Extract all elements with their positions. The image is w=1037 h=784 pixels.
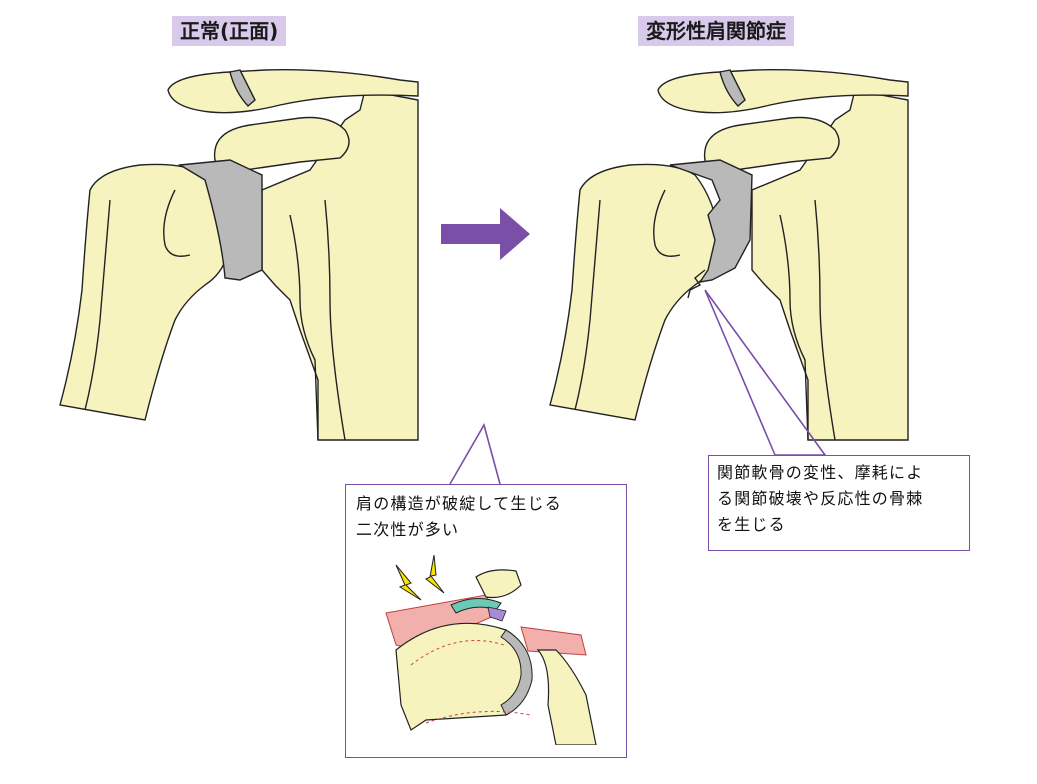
right-arrow-icon [441,208,530,260]
title-osteoarthritis: 変形性肩関節症 [638,16,794,46]
callout-line: を生じる [717,515,786,534]
inset-cartilage [500,629,533,716]
oa-joint-cartilage [669,159,753,283]
normal-shoulder [59,69,419,441]
callout-line: 肩の構造が破綻して生じる [356,494,562,513]
inset-acromion [475,569,522,599]
inset-glenoid [536,649,597,745]
callout-line: 関節軟骨の変性、摩耗によ [717,463,924,482]
lightning-icon [395,564,422,601]
callout-line: る関節破壊や反応性の骨棘 [717,489,924,508]
callout-oa-description: 関節軟骨の変性、摩耗によ る関節破壊や反応性の骨棘 を生じる [708,455,970,551]
callout-secondary-cause: 肩の構造が破綻して生じる 二次性が多い [345,484,627,758]
muscle-right [520,626,587,656]
oa-acromion-cartilage [719,69,746,107]
oa-scapula [751,89,909,441]
joint-cartilage [177,159,263,281]
lightning-icon [425,555,445,594]
center-callout-pointer [449,422,501,485]
scapula [261,89,419,441]
oa-humerus [549,163,721,421]
acromion-cartilage [229,69,256,107]
inset-bursa [487,606,507,622]
title-normal: 正常(正面) [172,16,287,46]
callout-line: 二次性が多い [356,520,460,539]
oa-shoulder [549,69,909,441]
humerus [59,163,231,421]
inset-illustration [385,555,597,745]
